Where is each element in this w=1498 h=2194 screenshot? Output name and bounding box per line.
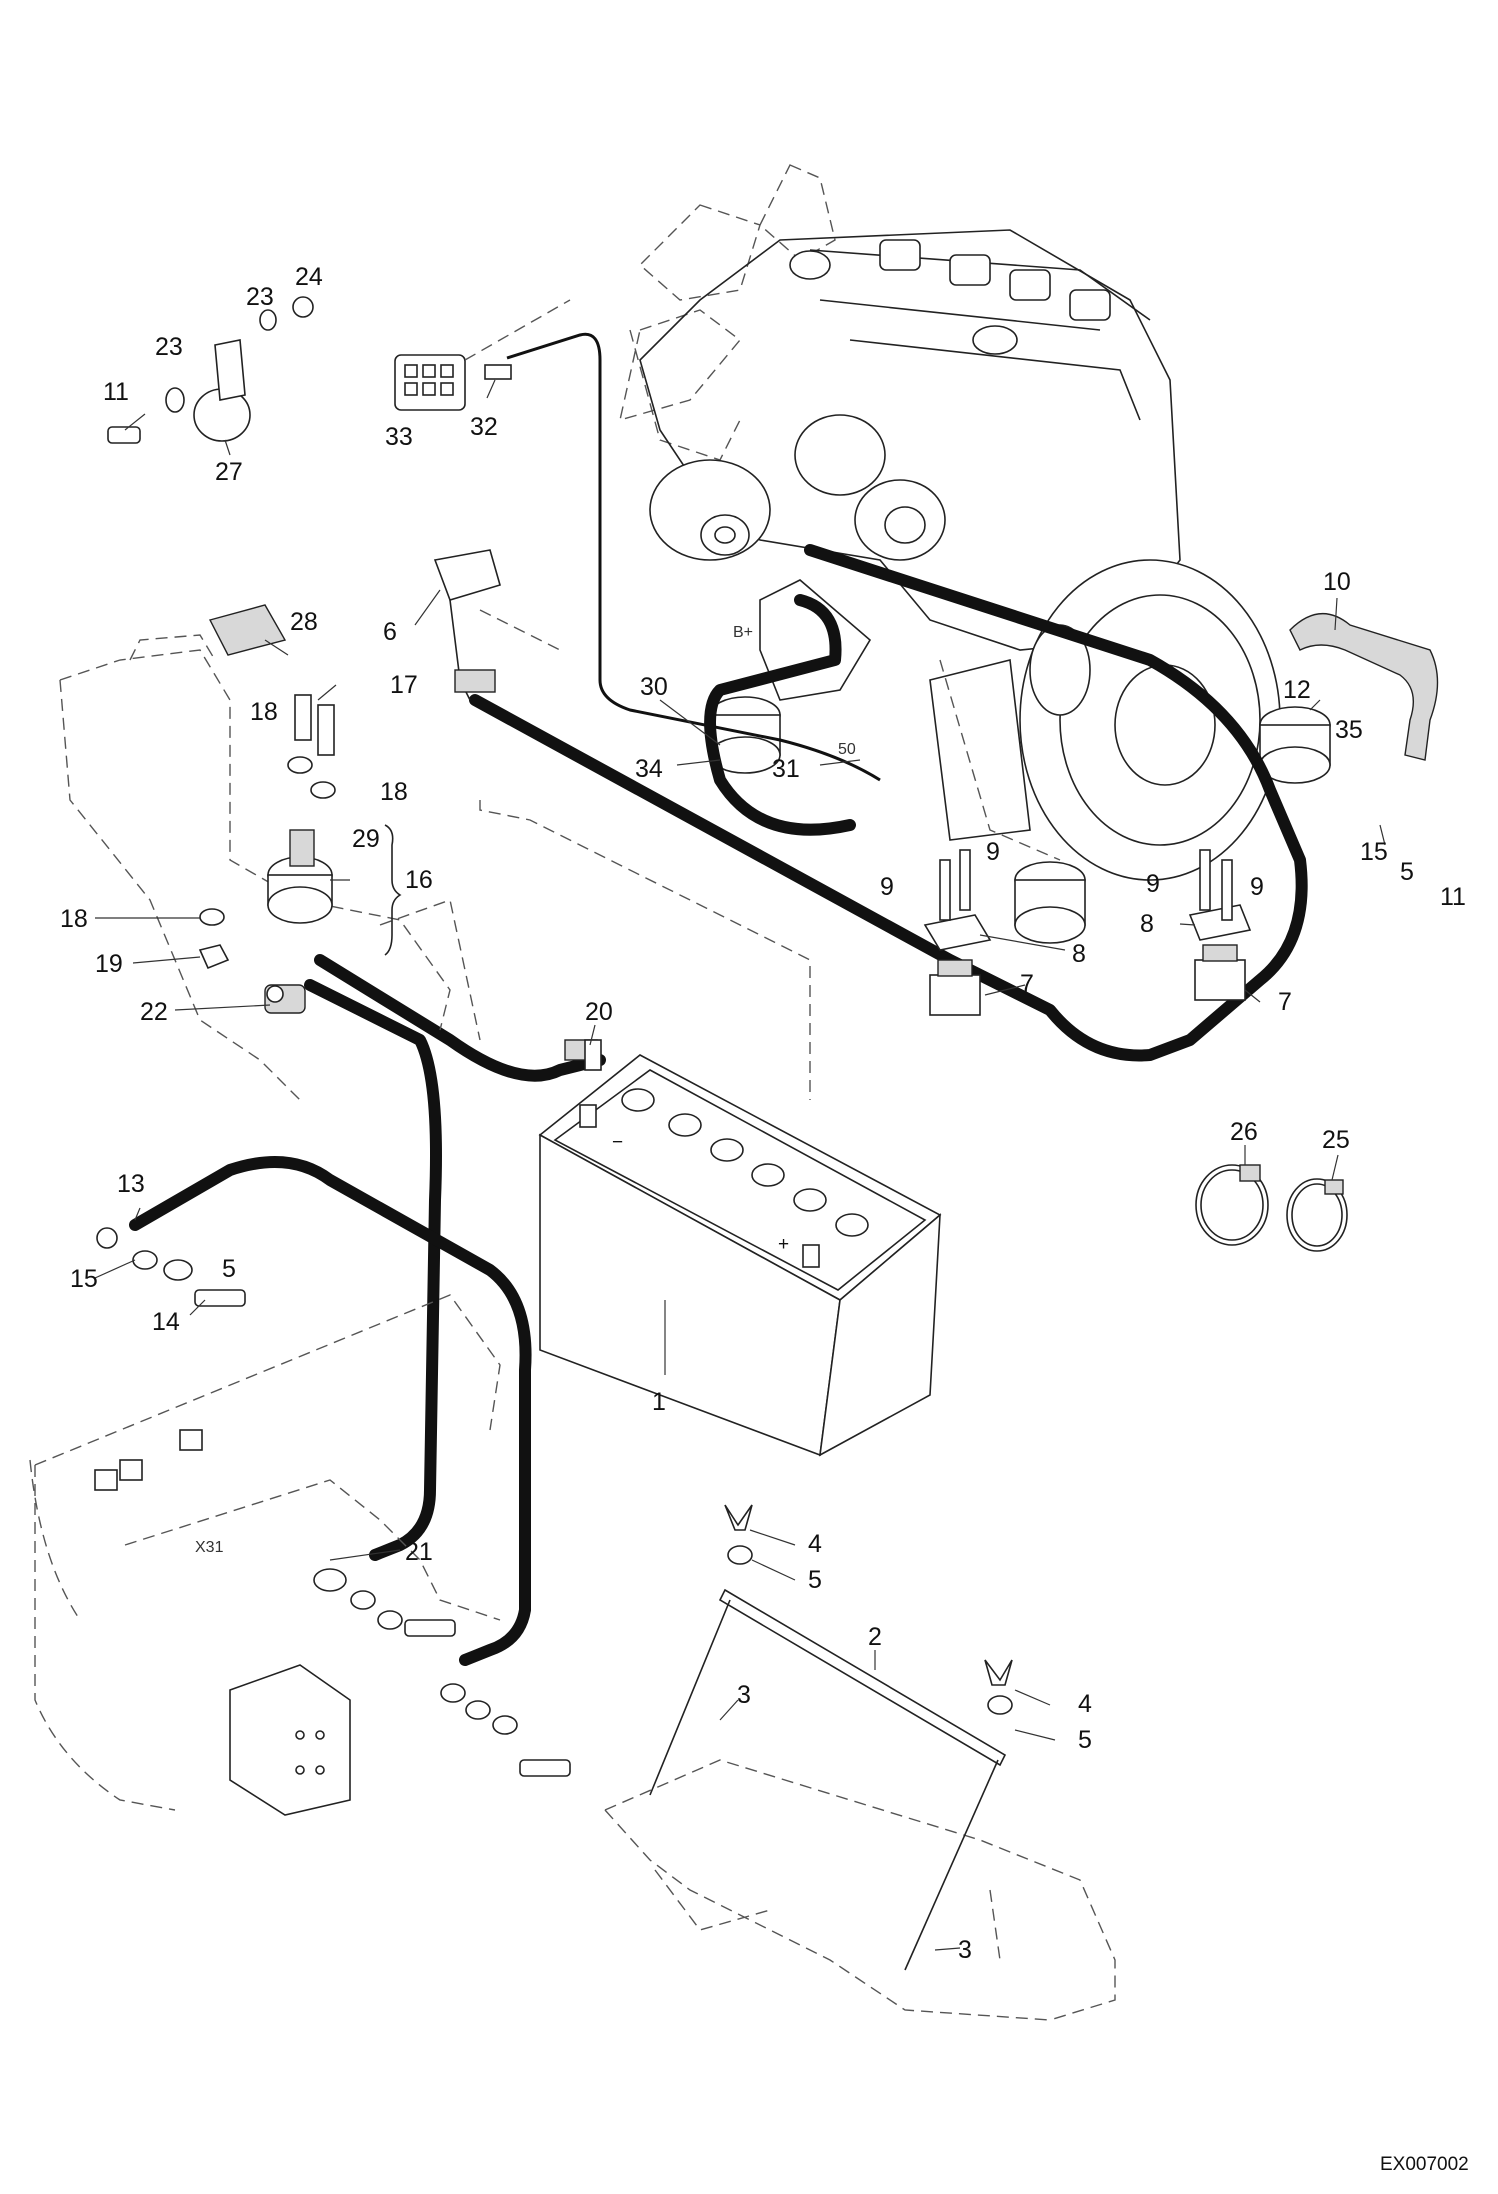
callout-3: 3 [958, 1936, 972, 1964]
callout-8: 8 [1140, 910, 1154, 938]
callout-12: 12 [1283, 676, 1311, 704]
callout-3: 3 [737, 1681, 751, 1709]
callout-29: 29 [352, 825, 380, 853]
callout-14: 14 [152, 1308, 180, 1336]
callout-7: 7 [1020, 970, 1034, 998]
callout-9: 9 [1146, 870, 1160, 898]
callout-23: 23 [246, 283, 274, 311]
callout-20: 20 [585, 998, 613, 1026]
hose-clamp-25 [1286, 1178, 1348, 1252]
cover-28 [208, 604, 287, 656]
callout-25: 25 [1322, 1126, 1350, 1154]
hardware-13 [440, 1683, 571, 1777]
callout-11: 11 [1440, 883, 1466, 911]
mount-plate-right [1188, 904, 1252, 941]
callout-16: 16 [405, 866, 433, 894]
callout-numbers: 1 2 3 3 4 4 5 5 5 5 6 7 7 8 8 9 9 9 9 10… [60, 263, 1466, 1964]
callout-28: 28 [290, 608, 318, 636]
callout-21: 21 [405, 1538, 433, 1566]
engine-mount-right [1259, 706, 1331, 784]
ground-strap [1289, 612, 1439, 761]
cable-clamp-left [929, 959, 981, 1016]
terminal-x31-label: X31 [195, 1539, 224, 1556]
callout-4: 4 [808, 1530, 822, 1558]
callout-1: 1 [652, 1388, 666, 1416]
callout-23: 23 [155, 333, 183, 361]
battery-tray [604, 1759, 1116, 2021]
callout-32: 32 [470, 413, 498, 441]
battery-minus-mark: − [612, 1132, 623, 1153]
alternator [649, 459, 771, 561]
terminal-20 [564, 1039, 602, 1071]
callout-5: 5 [808, 1566, 822, 1594]
callout-18: 18 [60, 905, 88, 933]
callout-4: 4 [1078, 1690, 1092, 1718]
callout-9: 9 [986, 838, 1000, 866]
callout-17: 17 [390, 671, 418, 699]
callout-34: 34 [635, 755, 663, 783]
hardware-21 [313, 1568, 456, 1637]
switch-housing [59, 634, 481, 1101]
callout-30: 30 [640, 673, 668, 701]
cable-lug-22 [264, 984, 306, 1014]
flywheel-housing [1019, 559, 1281, 881]
hardware-17-18-19 [198, 694, 336, 970]
callout-2: 2 [868, 1623, 882, 1651]
valve-cover [789, 239, 1111, 355]
callout-33: 33 [385, 423, 413, 451]
hold-down-bar [649, 1504, 1013, 1971]
bolts-9 [939, 849, 1233, 921]
callout-9: 9 [1250, 873, 1264, 901]
mount-plate-left [923, 914, 992, 951]
hardware-13-14-15 [96, 1227, 246, 1307]
callout-35: 35 [1335, 716, 1363, 744]
terminal-32 [484, 364, 512, 380]
battery-cables [129, 332, 1308, 1666]
callout-18: 18 [380, 778, 408, 806]
callout-26: 26 [1230, 1118, 1258, 1146]
callout-13: 13 [117, 1170, 145, 1198]
callout-22: 22 [140, 998, 168, 1026]
callout-9: 9 [880, 873, 894, 901]
callout-10: 10 [1323, 568, 1351, 596]
leader-lines [94, 379, 1386, 1951]
callout-5: 5 [222, 1255, 236, 1283]
battery-plus-label: B+ [733, 624, 753, 641]
engine-50-label: 50 [838, 741, 856, 758]
callout-5: 5 [1078, 1726, 1092, 1754]
callout-11: 11 [103, 378, 129, 406]
callout-27: 27 [215, 458, 243, 486]
hose-clamp-26 [1195, 1164, 1269, 1246]
engine-mount-rear [1014, 861, 1086, 944]
callout-18: 18 [250, 698, 278, 726]
drawing-code: EX007002 [1380, 2154, 1469, 2175]
callout-15: 15 [70, 1265, 98, 1293]
starter-motor [794, 414, 946, 561]
connector-33 [394, 299, 571, 411]
callout-19: 19 [95, 950, 123, 978]
callout-31: 31 [772, 755, 800, 783]
battery-plus-mark: + [778, 1234, 789, 1255]
callout-5: 5 [1400, 858, 1414, 886]
terminal-connector-6 [433, 549, 561, 701]
callout-8: 8 [1072, 940, 1086, 968]
battery: − + [538, 1054, 942, 1457]
battery-key-switch [267, 824, 402, 956]
callout-24: 24 [295, 263, 323, 291]
mounting-bracket [229, 1664, 351, 1816]
callout-15: 15 [1360, 838, 1388, 866]
callout-6: 6 [383, 618, 397, 646]
bracket-27 [107, 296, 314, 444]
cable-clamp-right [1194, 944, 1246, 1001]
chassis-frame: X31 [29, 1294, 501, 1811]
callout-7: 7 [1278, 988, 1292, 1016]
